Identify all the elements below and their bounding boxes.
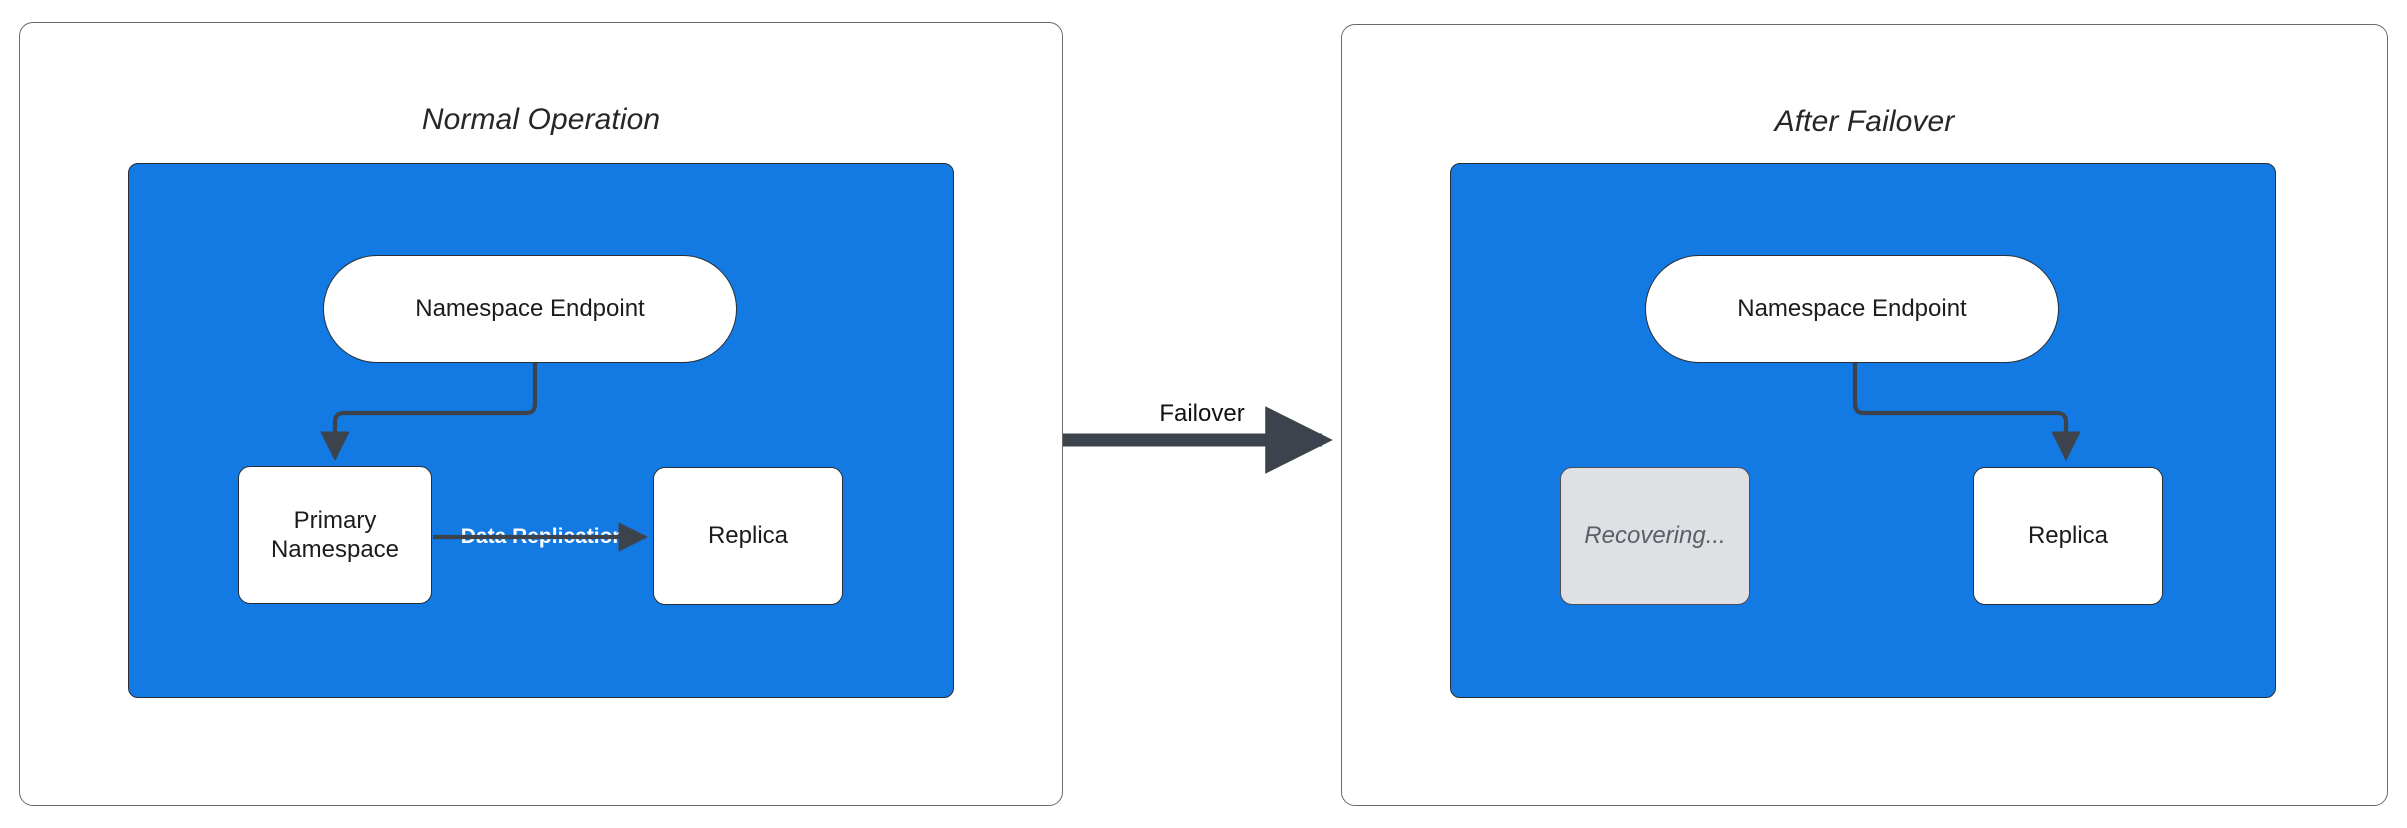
node-replica-left[interactable]: Replica: [653, 467, 843, 605]
node-label: Replica: [2027, 522, 2109, 550]
region-after-failover: [1450, 163, 2276, 698]
panel-title-normal-operation: Normal Operation: [421, 103, 661, 136]
node-replica-right[interactable]: Replica: [1973, 467, 2163, 605]
node-namespace-endpoint-left[interactable]: Namespace Endpoint: [323, 255, 737, 363]
node-recovering[interactable]: Recovering...: [1560, 467, 1750, 605]
node-label: Primary Namespace: [271, 506, 399, 565]
node-label: Namespace Endpoint: [1737, 295, 1967, 323]
node-primary-namespace[interactable]: Primary Namespace: [238, 466, 432, 604]
panel-title-after-failover: After Failover: [1774, 105, 1955, 138]
region-normal-operation: [128, 163, 954, 698]
node-label-line1: Primary: [293, 506, 377, 534]
edge-label-failover: Failover: [1159, 400, 1245, 427]
node-label: Recovering...: [1584, 522, 1726, 550]
node-label: Namespace Endpoint: [415, 295, 645, 323]
edge-label-data-replication: Data Replication: [460, 525, 626, 548]
node-namespace-endpoint-right[interactable]: Namespace Endpoint: [1645, 255, 2059, 363]
node-label-line2: Namespace: [270, 536, 400, 563]
node-label: Replica: [707, 522, 789, 550]
